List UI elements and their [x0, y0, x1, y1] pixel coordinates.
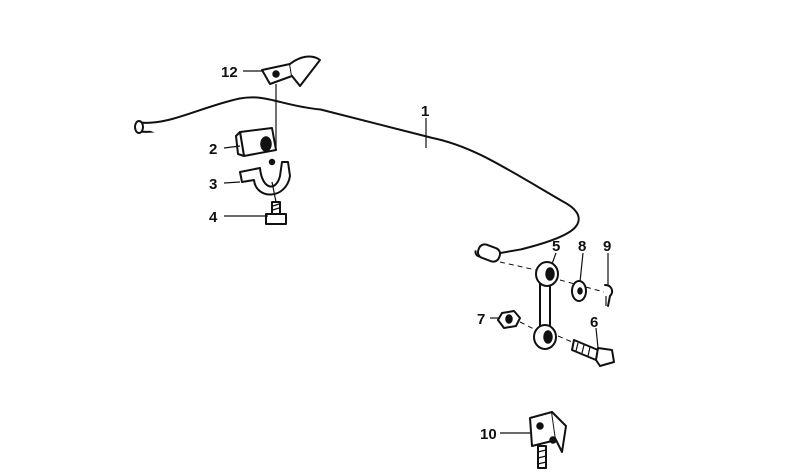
leader-3	[223, 181, 241, 184]
rubber-mounting	[235, 127, 277, 157]
callout-12: 12	[221, 64, 238, 81]
hex-nut	[497, 310, 537, 331]
leader-2	[223, 145, 241, 149]
leader-5	[551, 252, 557, 265]
callout-5: 5	[552, 238, 560, 255]
stabilizer-bar	[134, 96, 580, 263]
callout-6: 6	[590, 314, 598, 331]
holder-bracket	[529, 411, 567, 469]
leader-6	[595, 327, 599, 349]
callout-9: 9	[603, 238, 611, 255]
hex-bolt-6	[557, 335, 615, 367]
hex-bolt-4	[265, 201, 287, 225]
clamp	[239, 158, 291, 203]
callout-8: 8	[578, 238, 586, 255]
leader-lines	[223, 70, 609, 434]
callout-2: 2	[209, 141, 217, 158]
callout-1: 1	[421, 103, 429, 120]
washer	[571, 280, 587, 302]
callout-3: 3	[209, 176, 217, 193]
leader-8	[579, 252, 584, 283]
stabilizer-link	[499, 261, 605, 350]
cotter-pin	[604, 284, 614, 307]
callout-labels: 12 1 2 3 4 5 8 9 7 6 10	[209, 64, 611, 443]
bracket-clamp	[261, 55, 321, 150]
callout-7: 7	[477, 311, 485, 328]
callout-4: 4	[209, 209, 218, 226]
callout-10: 10	[480, 426, 497, 443]
